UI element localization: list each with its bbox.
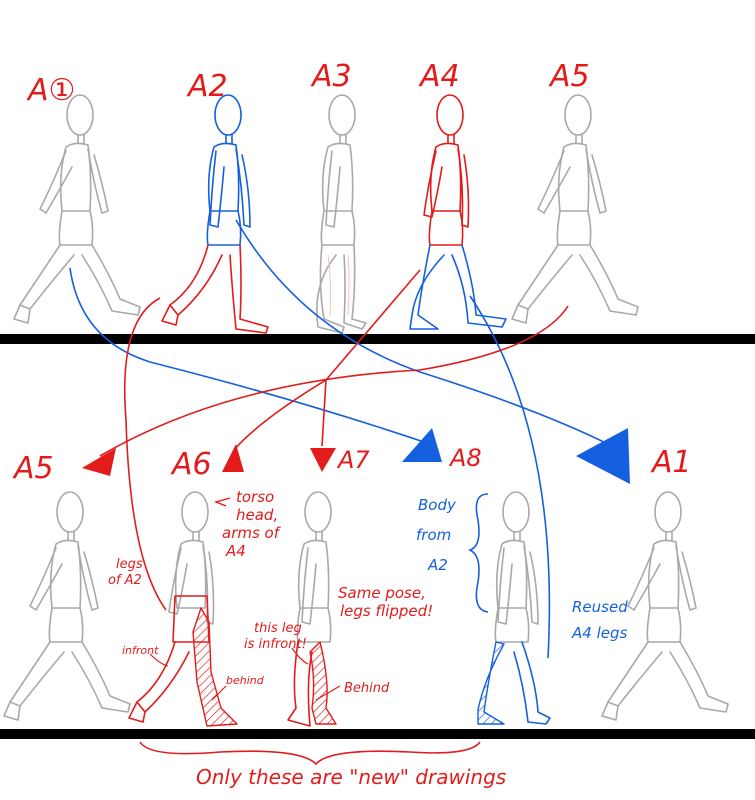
- arrowhead-a8: [402, 428, 442, 462]
- arrowhead-a6: [222, 444, 244, 472]
- red-connector-a5-to-a5: [99, 305, 569, 457]
- figure-a5-bottom: [3, 491, 131, 721]
- note-behind: Behind: [344, 681, 390, 696]
- figure-a1-top: [13, 94, 141, 324]
- figure-a2-top: [161, 94, 269, 334]
- body-brace: [467, 493, 489, 613]
- svg-text:is infront!: is infront!: [244, 637, 307, 652]
- new-drawings-brace: [139, 741, 481, 766]
- behind-arrow-2: [315, 685, 341, 701]
- svg-text:of A2: of A2: [108, 573, 142, 588]
- figure-a4-top: [409, 94, 507, 330]
- label-top-a4: A4: [418, 59, 460, 94]
- figure-a7-bottom: [287, 491, 337, 727]
- svg-text:from: from: [416, 526, 451, 544]
- svg-text:A2: A2: [427, 556, 448, 574]
- figure-a3-top: [316, 94, 367, 334]
- note-same-pose: Same pose, legs flipped!: [338, 584, 433, 620]
- svg-text:A4: A4: [225, 542, 246, 560]
- label-top-a3: A3: [310, 59, 352, 94]
- red-connector-a3-to-a7: [321, 379, 327, 447]
- red-connector-a4-to-a6: [233, 269, 421, 451]
- thisleg-arrow: [291, 647, 309, 665]
- svg-text:torso: torso: [236, 488, 274, 506]
- arrowhead-a5: [82, 448, 116, 476]
- note-this-leg: this leg is infront!: [244, 621, 307, 652]
- note-footer: Only these are "new" drawings: [196, 765, 506, 789]
- label-bottom-a7: A7: [336, 446, 370, 474]
- figure-a8-bottom: [477, 491, 551, 725]
- blue-connector-a4-to-a8: [469, 295, 551, 659]
- behind-arrow: [211, 685, 227, 701]
- svg-text:this leg: this leg: [254, 621, 302, 636]
- note-infront-small: infront: [122, 644, 159, 657]
- note-body-from: Body from A2: [416, 496, 457, 574]
- svg-text:Same pose,: Same pose,: [338, 584, 426, 602]
- note-torso: torso head, arms of A4: [222, 488, 282, 560]
- label-bottom-a8: A8: [448, 444, 482, 472]
- svg-text:arms of: arms of: [222, 524, 282, 542]
- torso-arrow: [213, 497, 231, 507]
- label-bottom-a1: A1: [650, 445, 692, 480]
- label-top-a5: A5: [548, 59, 590, 94]
- arrowhead-a7: [310, 448, 336, 472]
- svg-text:head,: head,: [236, 506, 278, 524]
- label-bottom-a5: A5: [12, 451, 54, 486]
- label-top-a1: A①: [26, 73, 75, 108]
- svg-text:legs flipped!: legs flipped!: [340, 602, 433, 620]
- red-connector-a2-legs: [123, 297, 167, 611]
- top-ground-line: [0, 334, 755, 344]
- label-top-a2: A2: [186, 69, 228, 104]
- label-bottom-a6: A6: [170, 447, 212, 482]
- svg-text:Body: Body: [418, 496, 457, 514]
- svg-text:Reused: Reused: [572, 598, 628, 616]
- svg-text:A4 legs: A4 legs: [571, 624, 627, 642]
- svg-text:legs: legs: [116, 557, 143, 572]
- infront-arrow: [149, 653, 169, 667]
- arrowhead-a1: [576, 428, 630, 484]
- note-reused: Reused A4 legs: [571, 598, 628, 642]
- bottom-ground-line: [0, 729, 755, 739]
- blue-connector-a1-to-a8: [69, 267, 431, 445]
- blue-connector-a2-to-a1: [235, 219, 613, 447]
- note-legs-of: legs of A2: [108, 557, 143, 588]
- note-behind-small: behind: [226, 674, 265, 687]
- figure-a5-top: [511, 94, 639, 324]
